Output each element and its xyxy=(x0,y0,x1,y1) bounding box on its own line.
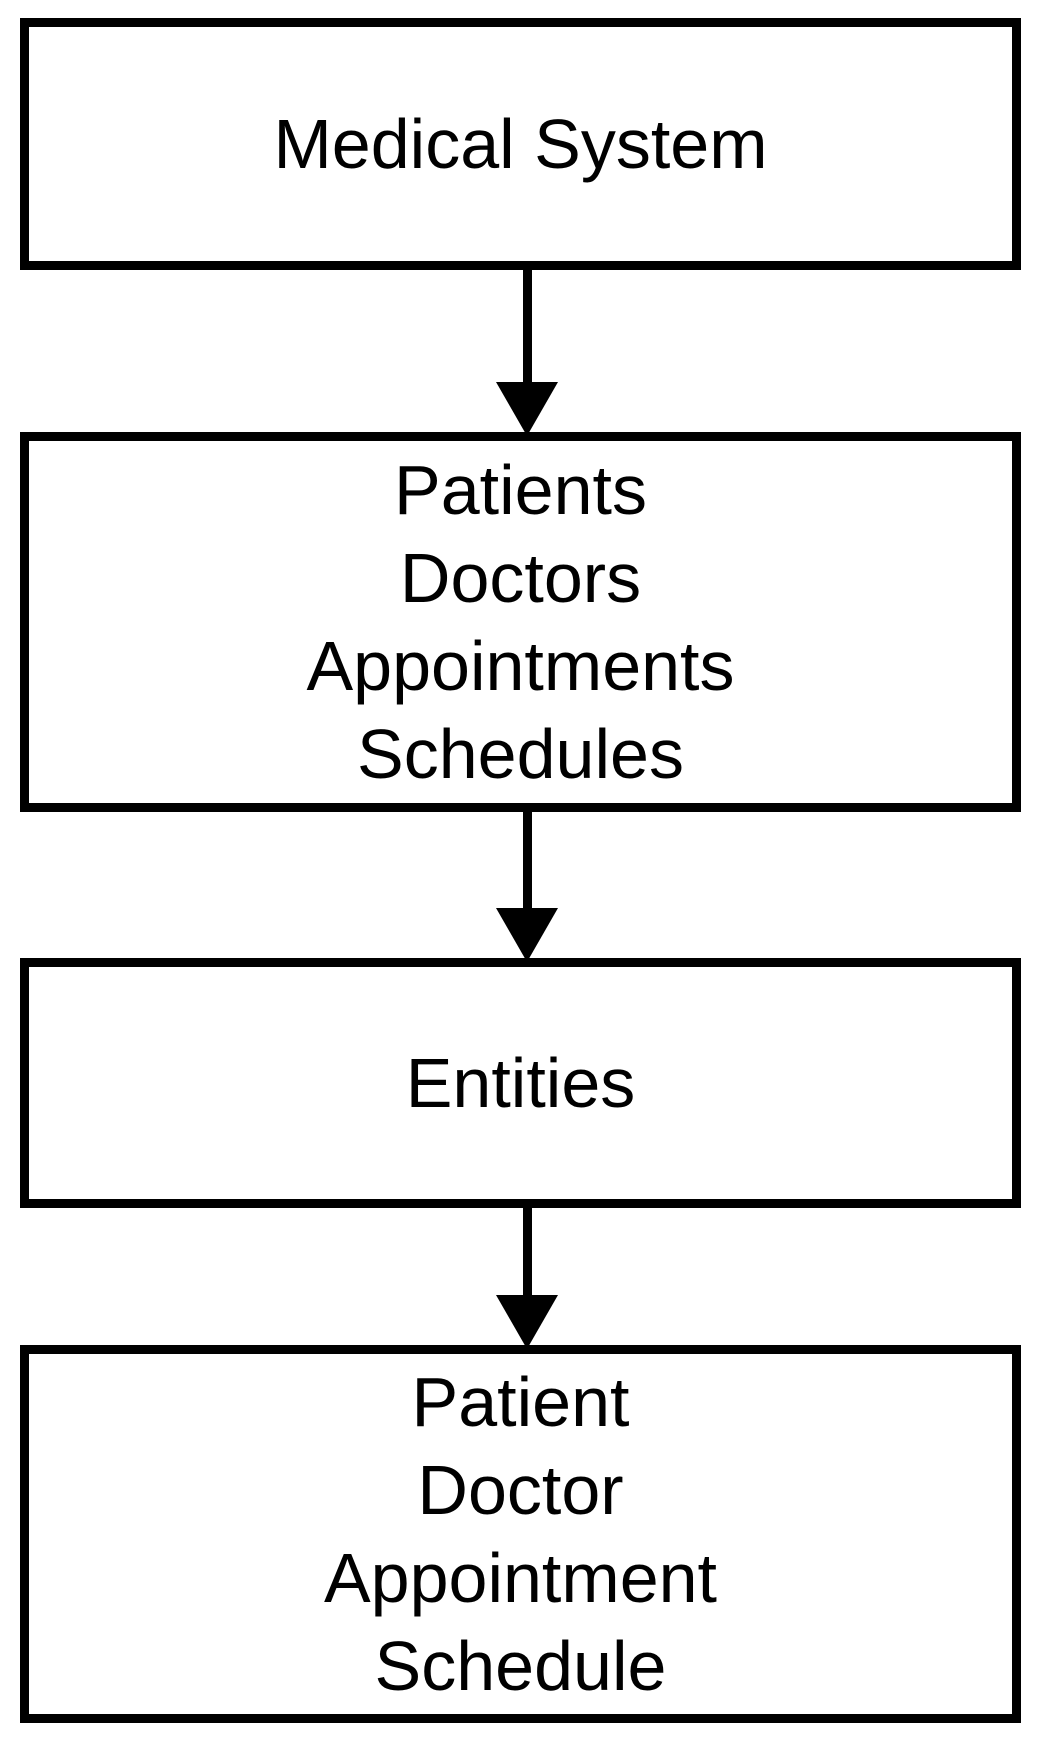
arrow-shaft xyxy=(522,270,532,382)
node-entity-types-line-schedule: Schedule xyxy=(374,1627,667,1705)
node-medical-system: Medical System xyxy=(20,18,1021,270)
arrow-head xyxy=(496,1295,558,1349)
node-system-modules: Patients Doctors Appointments Schedules xyxy=(20,432,1021,812)
arrow-shaft xyxy=(522,1208,532,1295)
node-entity-types: Patient Doctor Appointment Schedule xyxy=(20,1345,1021,1723)
node-entity-types-line-patient: Patient xyxy=(411,1363,630,1441)
node-entity-types-line-doctor: Doctor xyxy=(417,1451,624,1529)
arrow-down-icon xyxy=(496,270,558,436)
node-entities: Entities xyxy=(20,958,1021,1208)
node-system-modules-line-patients: Patients xyxy=(394,451,647,529)
node-medical-system-label: Medical System xyxy=(273,105,768,183)
node-system-modules-line-doctors: Doctors xyxy=(399,539,642,617)
arrow-head xyxy=(496,382,558,436)
node-entity-types-line-appointment: Appointment xyxy=(323,1539,718,1617)
node-system-modules-line-appointments: Appointments xyxy=(306,627,735,705)
arrow-down-icon xyxy=(496,1208,558,1349)
arrow-shaft xyxy=(522,812,532,908)
node-system-modules-line-schedules: Schedules xyxy=(357,715,684,793)
arrow-down-icon xyxy=(496,812,558,962)
arrow-head xyxy=(496,908,558,962)
node-entities-label: Entities xyxy=(405,1044,636,1122)
